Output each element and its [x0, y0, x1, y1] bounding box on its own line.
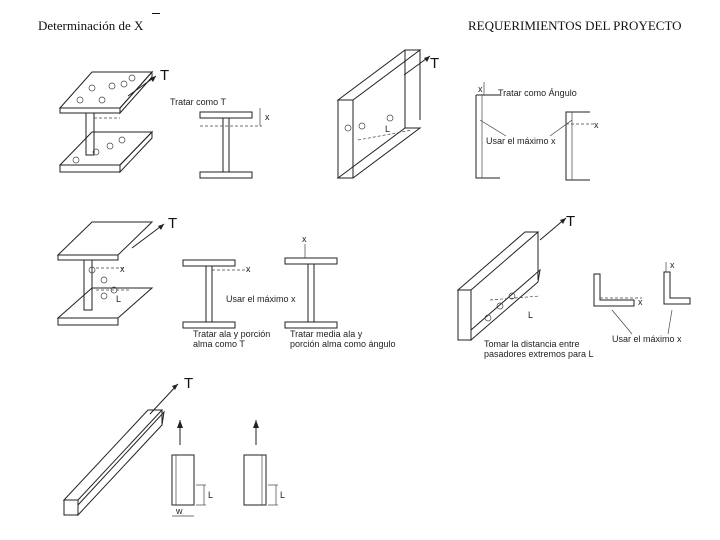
angle-leg-vertical: [456, 231, 540, 291]
w-section-bottom-flange: [199, 171, 253, 179]
label-w: w: [175, 506, 183, 516]
channel-web: [337, 99, 354, 179]
load-label-t-channel: T: [430, 55, 439, 72]
bottom-flange-plate: [58, 131, 154, 166]
welded-plate-a: [171, 454, 195, 506]
panel-w-shape-mid: x L T x x Usar el máximo x Tratar ala y …: [56, 215, 396, 349]
angle-edge: [457, 289, 472, 341]
load-label-t-welded: T: [184, 375, 193, 392]
page-title-left: Determinación de X: [38, 18, 144, 33]
label-tratar-media-1: Tratar media ala y: [290, 329, 363, 339]
label-l-mid: L: [116, 294, 121, 304]
label-x-tee: x: [246, 264, 251, 274]
angle-section-a: [593, 273, 635, 307]
welded-plate-b: [243, 454, 267, 506]
top-flange-mid: [56, 221, 154, 256]
load-label-t: T: [160, 67, 169, 84]
label-l-weld-a: L: [208, 490, 213, 500]
label-x-channel: x: [478, 84, 483, 94]
top-flange-plate: [58, 71, 154, 109]
label-usar-max-x-2: Usar el máximo x: [226, 294, 296, 304]
angle-leg-horizontal: [470, 268, 541, 342]
label-x-mid: x: [120, 264, 125, 274]
label-tratar-ala-1: Tratar ala y porción: [193, 329, 270, 339]
channel-top-flange: [336, 49, 422, 101]
angle-section-b: [663, 271, 691, 305]
label-usar-max-x-3: Usar el máximo x: [612, 334, 682, 344]
label-l-angle: L: [528, 310, 533, 320]
top-flange-side: [119, 70, 153, 115]
panel-angle-bolted: L T x x Usar el máximo x Tomar la distan…: [456, 213, 691, 359]
label-l-weld-b: L: [280, 490, 285, 500]
label-x-angle: x: [302, 234, 307, 244]
label-tratar-como-t: Tratar como T: [170, 97, 227, 107]
label-x-angle-b: x: [670, 260, 675, 270]
page-title-right: REQUERIMIENTOS DEL PROYECTO: [468, 18, 682, 33]
panel-angle-welded: T L w L: [62, 375, 285, 517]
welded-angle-leg-vertical: [62, 409, 164, 501]
label-usar-max-x-1: Usar el máximo x: [486, 136, 556, 146]
load-label-t-angle: T: [566, 213, 575, 230]
channel-bottom-flange: [336, 127, 422, 179]
label-tratar-media-2: porción alma como ángulo: [290, 339, 396, 349]
load-arrow-welded: [149, 383, 179, 415]
label-tomar-dist-1: Tomar la distancia entre: [484, 339, 580, 349]
label-x-angle-a: x: [638, 297, 643, 307]
channel-section-b: [565, 111, 590, 181]
top-flange-edge: [59, 107, 121, 114]
channel-section-a: [475, 94, 500, 179]
label-tomar-dist-2: pasadores extremos para L: [484, 349, 594, 359]
load-label-t-mid: T: [168, 215, 177, 232]
label-x-channel-b: x: [594, 120, 599, 130]
label-l-channel: L: [385, 124, 390, 134]
panel-w-shape-top: T Tratar como T x: [58, 67, 270, 179]
panel-channel: L T x Tratar como Ángulo x Usar el máxim…: [336, 49, 599, 181]
label-tratar-como-angulo: Tratar como Ángulo: [498, 88, 577, 98]
web: [85, 112, 95, 156]
load-arrow-mid: [131, 223, 165, 249]
label-tratar-ala-2: alma como T: [193, 339, 245, 349]
x-bar-symbol: [152, 13, 160, 14]
w-section-top-flange: [199, 111, 253, 119]
label-x-1: x: [265, 112, 270, 122]
